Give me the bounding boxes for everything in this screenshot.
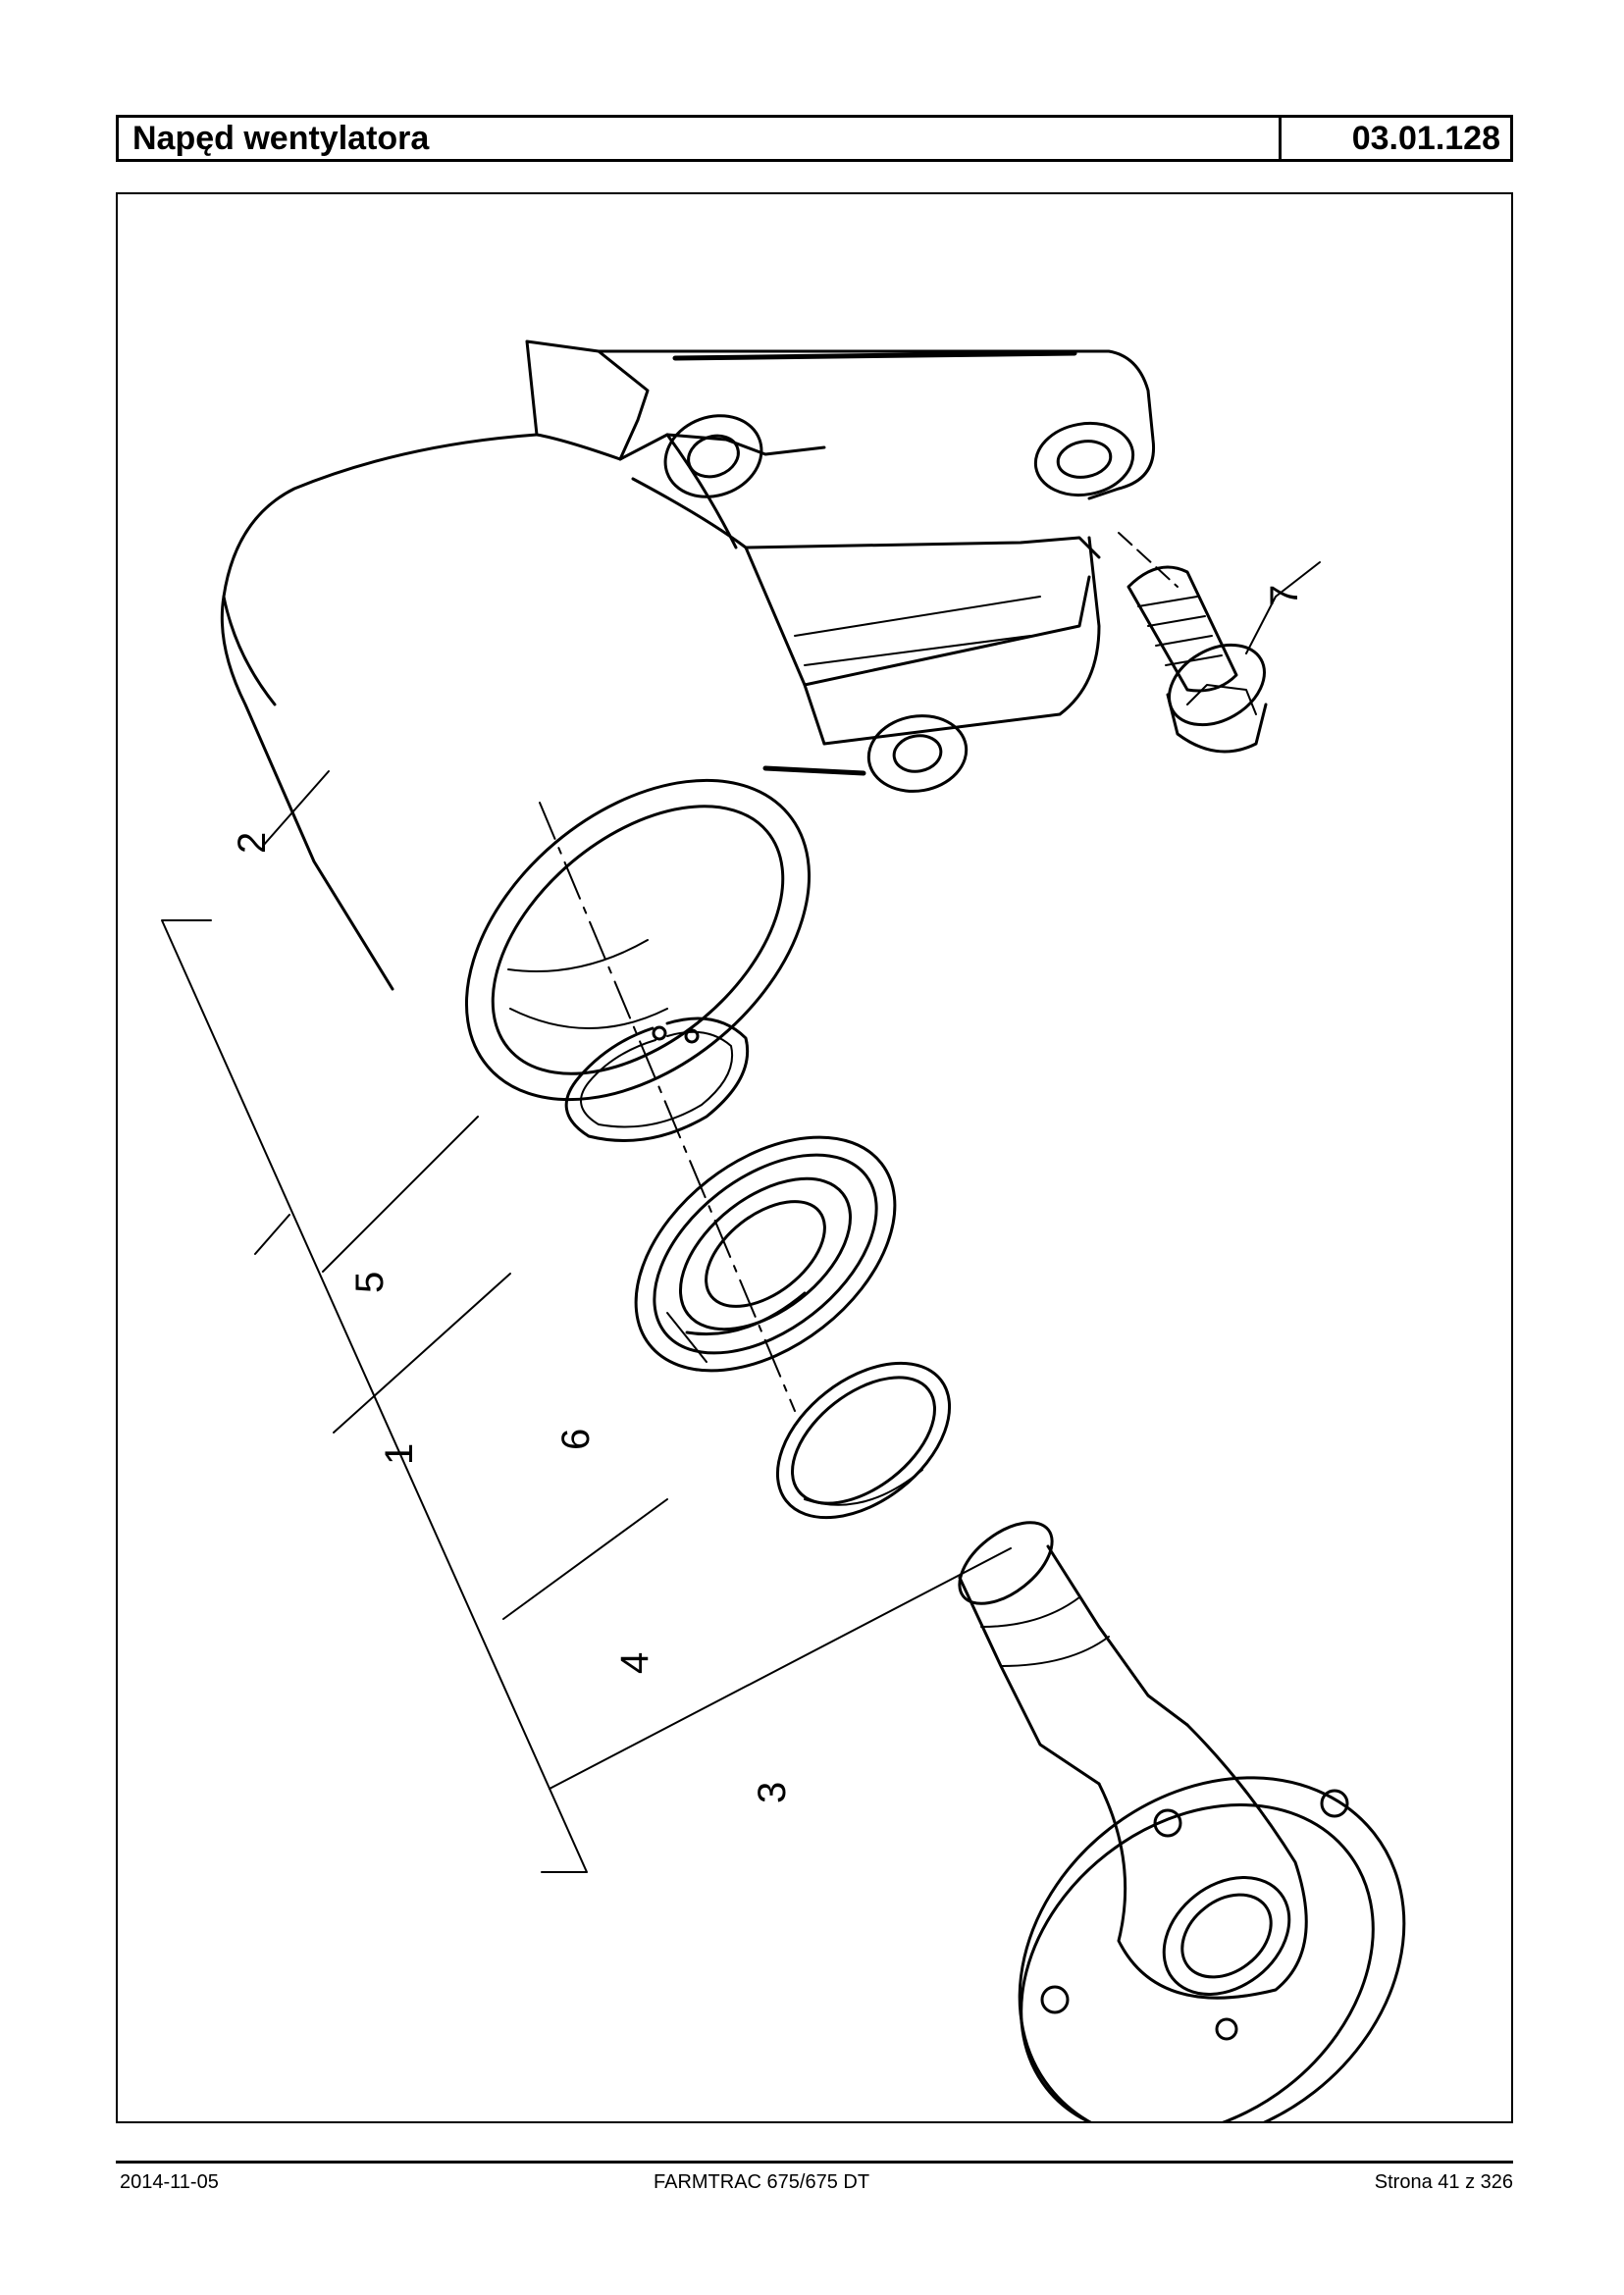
callout-5: 5 <box>348 1272 392 1293</box>
document-code: 03.01.128 <box>1279 118 1510 159</box>
assembly-axis-line <box>539 802 796 1412</box>
page-header: Napęd wentylatora 03.01.128 <box>116 115 1513 162</box>
callout-1: 1 <box>378 1443 421 1465</box>
callout-2: 2 <box>231 832 274 854</box>
housing-part <box>220 339 1156 1102</box>
diagram-frame: 2 5 1 6 4 3 7 <box>116 192 1513 2123</box>
snap-ring-part <box>564 1017 750 1142</box>
footer-page-number: Strona 41 z 326 <box>1374 2171 1513 2193</box>
leader-lines <box>254 561 1321 1790</box>
spacer-ring-part <box>775 1361 952 1520</box>
callout-4: 4 <box>613 1652 656 1674</box>
footer-divider <box>116 2161 1513 2164</box>
callout-6: 6 <box>554 1429 598 1450</box>
footer-model: FARMTRAC 675/675 DT <box>654 2171 870 2193</box>
footer-date: 2014-11-05 <box>120 2171 219 2193</box>
page-title: Napęd wentylatora <box>132 120 430 157</box>
shaft-flange-part <box>958 1521 1406 2121</box>
callout-7: 7 <box>1263 585 1306 606</box>
bolt-part <box>1118 532 1268 754</box>
bearing-part <box>634 1135 897 1373</box>
exploded-view-diagram: 2 5 1 6 4 3 7 <box>161 339 1406 2121</box>
callout-3: 3 <box>751 1782 794 1803</box>
